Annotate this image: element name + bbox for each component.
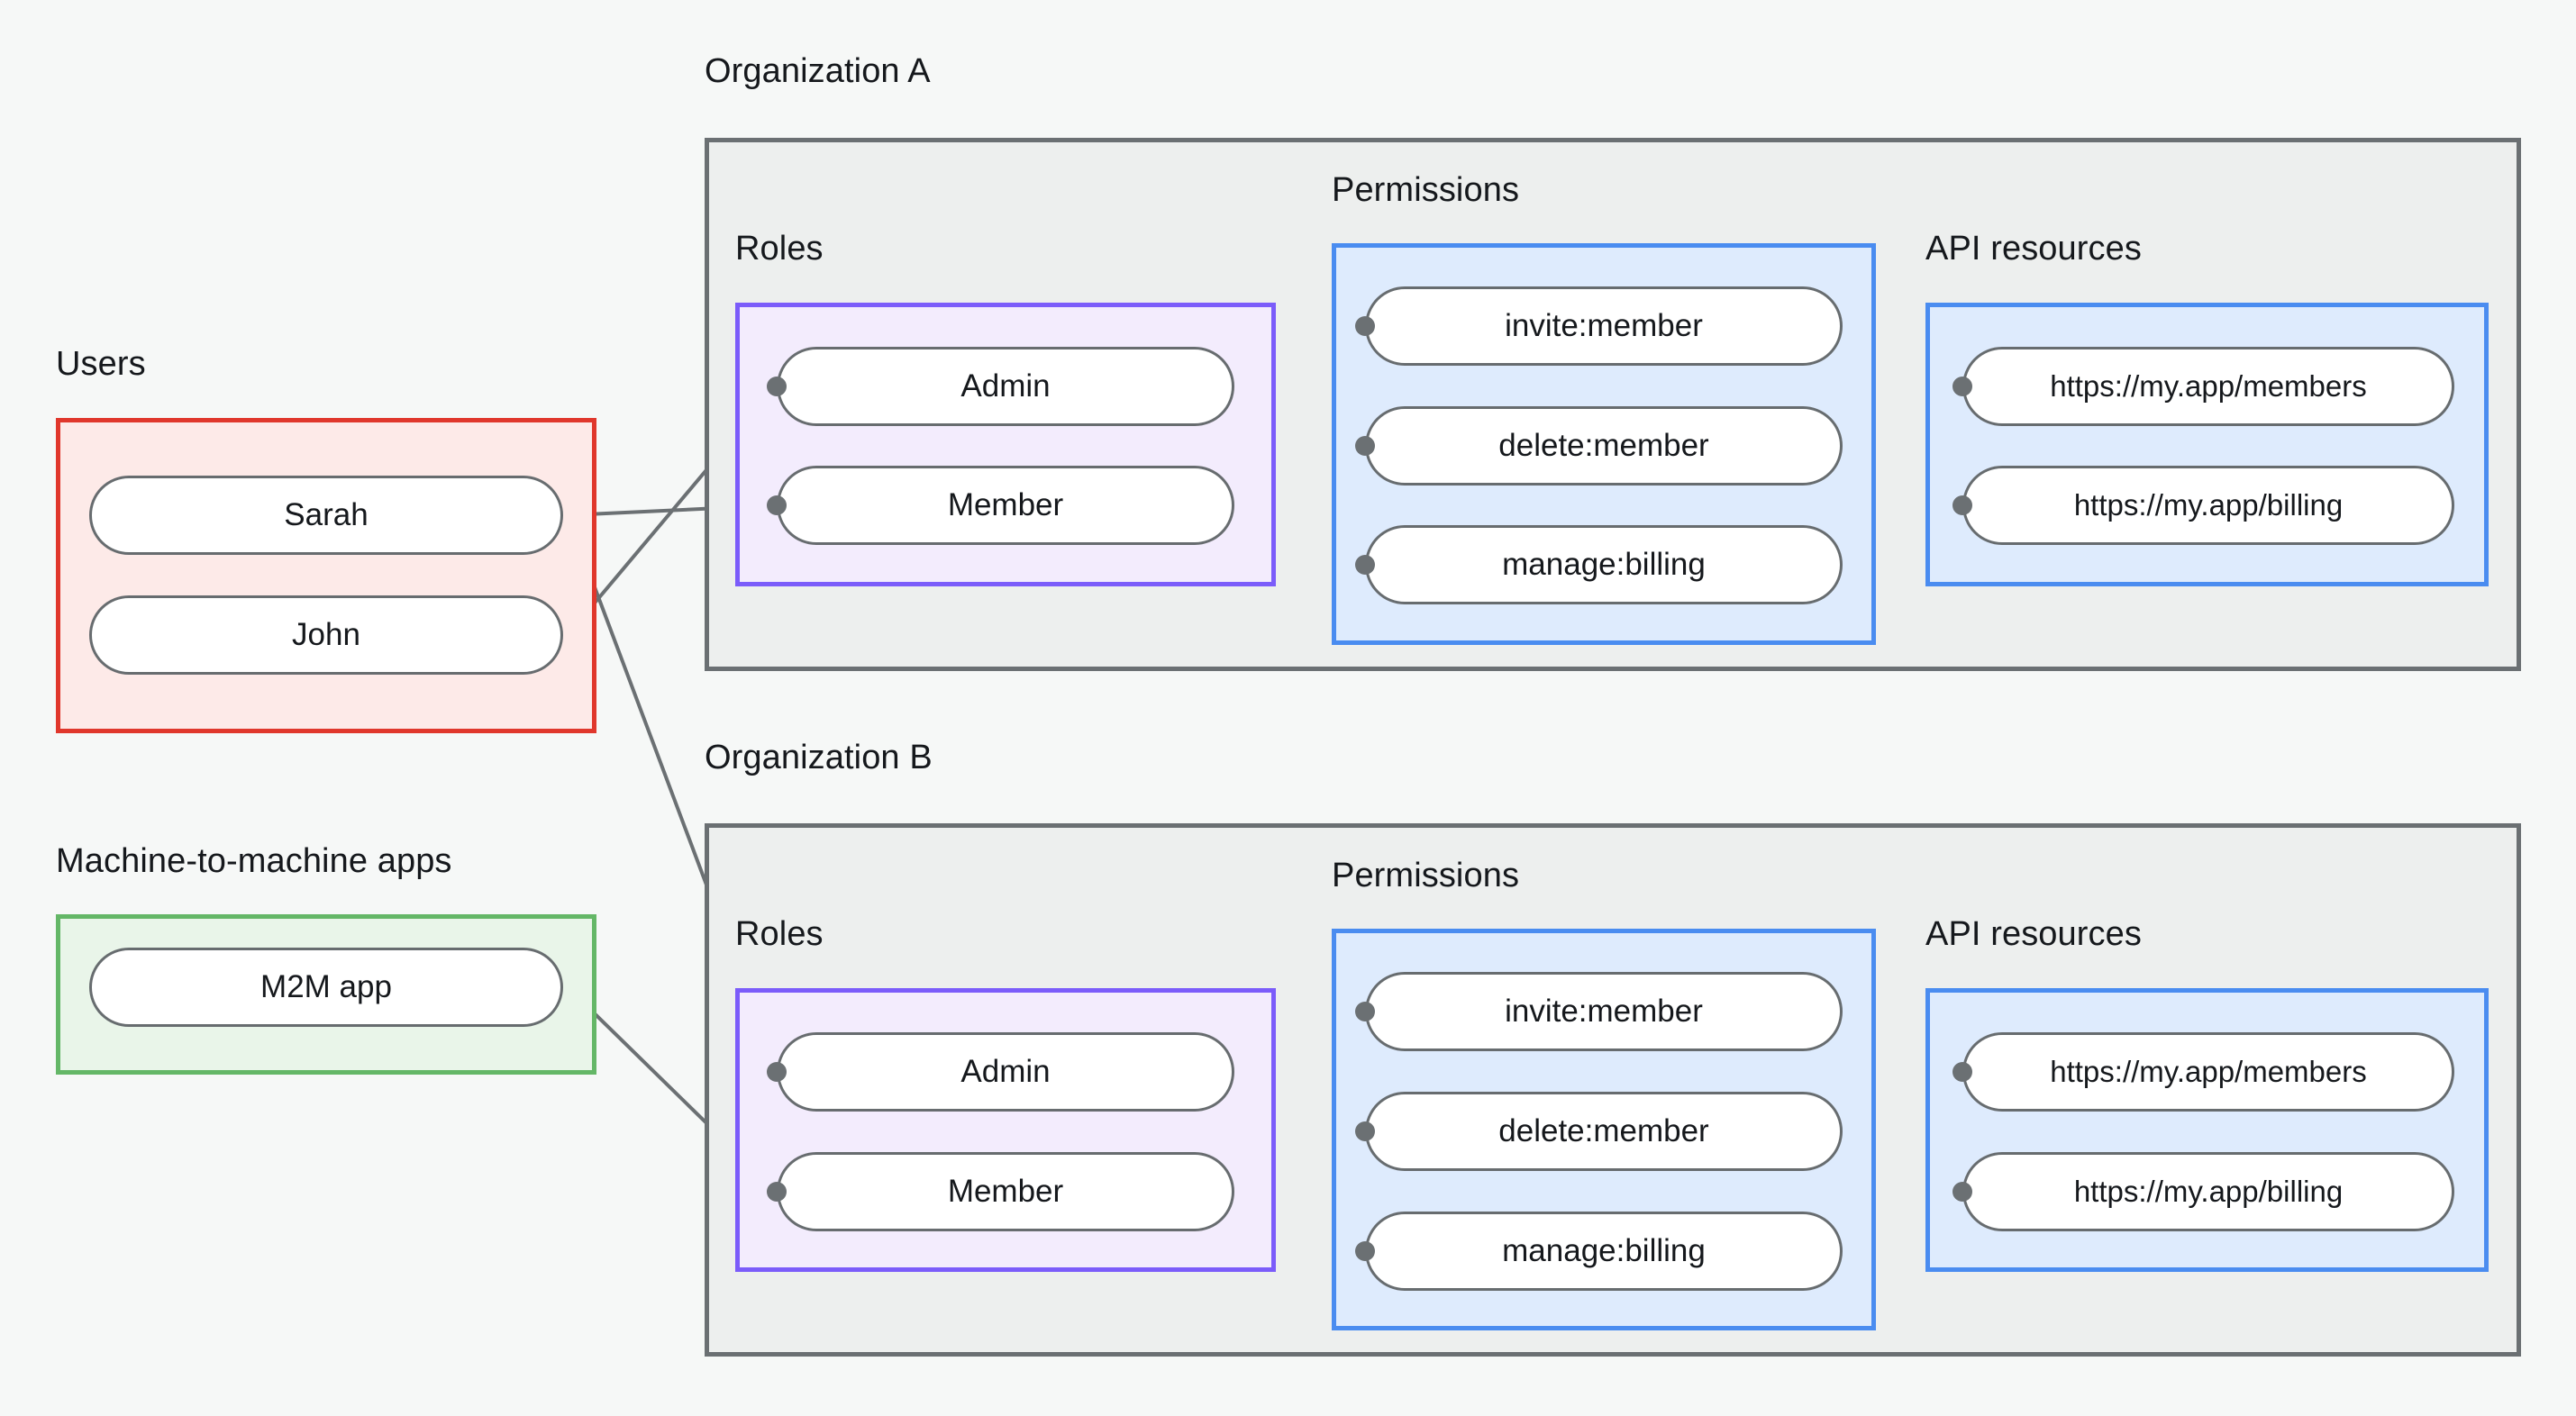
org-a-roles-label: Roles bbox=[735, 230, 824, 268]
dot-orga-billing bbox=[1355, 555, 1375, 575]
org-a-permission-delete-member[interactable]: delete:member bbox=[1365, 406, 1843, 486]
org-a-permission-delete-member-label: delete:member bbox=[1498, 428, 1709, 463]
dot-orga-admin bbox=[767, 377, 787, 396]
org-b-api-resource-members-label: https://my.app/members bbox=[2050, 1055, 2367, 1088]
m2m-app-label: M2M app bbox=[260, 969, 392, 1004]
org-a-role-admin[interactable]: Admin bbox=[777, 347, 1234, 426]
dot-orgb-res-members bbox=[1952, 1062, 1972, 1082]
org-b-roles-label: Roles bbox=[735, 915, 824, 953]
org-a-api-resource-billing-label: https://my.app/billing bbox=[2073, 488, 2344, 522]
org-b-role-admin[interactable]: Admin bbox=[777, 1032, 1234, 1112]
org-a-permission-manage-billing-label: manage:billing bbox=[1502, 547, 1706, 582]
user-john-label: John bbox=[292, 617, 360, 652]
m2m-app[interactable]: M2M app bbox=[89, 948, 563, 1027]
user-sarah-label: Sarah bbox=[284, 497, 369, 532]
org-b-role-member[interactable]: Member bbox=[777, 1152, 1234, 1231]
dot-orgb-res-billing bbox=[1952, 1182, 1972, 1202]
dot-orga-delete bbox=[1355, 436, 1375, 456]
dot-orgb-delete bbox=[1355, 1121, 1375, 1141]
org-a-api-resource-members-label: https://my.app/members bbox=[2050, 369, 2367, 403]
org-a-api-resources-label: API resources bbox=[1925, 230, 2142, 268]
org-b-api-resources-label: API resources bbox=[1925, 915, 2142, 953]
org-b-api-resource-billing-label: https://my.app/billing bbox=[2073, 1175, 2344, 1208]
dot-orga-res-members bbox=[1952, 377, 1972, 396]
org-a-api-resource-billing[interactable]: https://my.app/billing bbox=[1962, 466, 2454, 545]
org-b-permissions-label: Permissions bbox=[1332, 857, 1520, 894]
dot-orgb-member bbox=[767, 1182, 787, 1202]
dot-orgb-invite bbox=[1355, 1002, 1375, 1021]
org-b-role-admin-label: Admin bbox=[960, 1054, 1051, 1089]
org-a-permission-manage-billing[interactable]: manage:billing bbox=[1365, 525, 1843, 604]
m2m-title: Machine-to-machine apps bbox=[56, 842, 452, 880]
org-b-api-resource-members[interactable]: https://my.app/members bbox=[1962, 1032, 2454, 1112]
org-a-role-member[interactable]: Member bbox=[777, 466, 1234, 545]
org-a-permission-invite-member[interactable]: invite:member bbox=[1365, 286, 1843, 366]
user-john[interactable]: John bbox=[89, 595, 563, 675]
org-a-role-admin-label: Admin bbox=[960, 368, 1051, 404]
users-container bbox=[56, 418, 596, 733]
org-b-permission-invite-member[interactable]: invite:member bbox=[1365, 972, 1843, 1051]
org-a-api-resource-members[interactable]: https://my.app/members bbox=[1962, 347, 2454, 426]
dot-orgb-billing bbox=[1355, 1241, 1375, 1261]
org-b-permission-invite-member-label: invite:member bbox=[1505, 994, 1703, 1029]
org-b-permission-delete-member[interactable]: delete:member bbox=[1365, 1092, 1843, 1171]
dot-orga-res-billing bbox=[1952, 495, 1972, 515]
org-b-role-member-label: Member bbox=[947, 1174, 1064, 1209]
org-a-title: Organization A bbox=[705, 52, 931, 90]
dot-orgb-admin bbox=[767, 1062, 787, 1082]
org-b-permission-delete-member-label: delete:member bbox=[1498, 1113, 1709, 1148]
org-a-role-member-label: Member bbox=[947, 487, 1064, 522]
org-a-permissions-label: Permissions bbox=[1332, 171, 1520, 209]
dot-orga-member bbox=[767, 495, 787, 515]
user-sarah[interactable]: Sarah bbox=[89, 476, 563, 555]
org-b-title: Organization B bbox=[705, 739, 933, 776]
org-b-permission-manage-billing-label: manage:billing bbox=[1502, 1233, 1706, 1268]
dot-orga-invite bbox=[1355, 316, 1375, 336]
users-title: Users bbox=[56, 345, 146, 383]
org-a-permission-invite-member-label: invite:member bbox=[1505, 308, 1703, 343]
org-b-permission-manage-billing[interactable]: manage:billing bbox=[1365, 1212, 1843, 1291]
org-b-api-resource-billing[interactable]: https://my.app/billing bbox=[1962, 1152, 2454, 1231]
